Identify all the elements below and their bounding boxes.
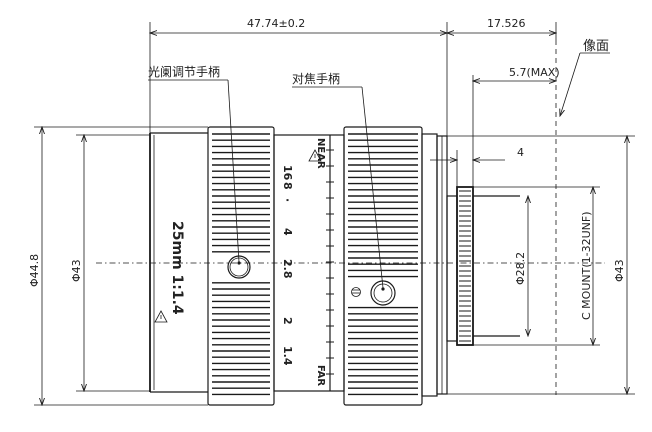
focus-knob-icon bbox=[370, 280, 396, 306]
aperture-mark: 8 bbox=[281, 182, 294, 190]
aperture-mark: 16 bbox=[281, 165, 294, 181]
warning-icon bbox=[154, 310, 168, 323]
lens-spec-label: 25mm 1:1.4 bbox=[169, 221, 185, 315]
dim-diameter-outer bbox=[34, 127, 208, 405]
iris-knob-label: 光阑调节手柄 bbox=[148, 64, 220, 79]
overall-length-value: 47.74±0.2 bbox=[247, 17, 305, 30]
dim-diameter-body bbox=[76, 135, 150, 391]
focus-near-label: NEAR bbox=[315, 138, 326, 169]
focus-knob-label: 对焦手柄 bbox=[292, 72, 340, 86]
max-protrusion-value: 5.7(MAX) bbox=[509, 66, 560, 79]
aperture-mark: 1.4 bbox=[281, 346, 294, 366]
rear-body bbox=[421, 133, 448, 397]
dim-flange-distance bbox=[447, 22, 556, 40]
diameter-right-value: Φ43 bbox=[613, 259, 626, 282]
diameter-body-value: Φ43 bbox=[70, 259, 83, 282]
c-mount-label: C MOUNT(1-32UNF) bbox=[580, 212, 593, 320]
dim-mount-depth bbox=[430, 150, 505, 187]
image-plane-label: 像面 bbox=[583, 39, 609, 54]
diameter-thread-value: Φ28.2 bbox=[514, 252, 527, 285]
c-mount-thread bbox=[446, 186, 520, 346]
mount-depth-value: 4 bbox=[517, 146, 524, 159]
aperture-mark: · bbox=[281, 198, 294, 202]
warning-icon bbox=[308, 149, 322, 162]
dim-max-protrusion bbox=[473, 75, 556, 187]
diameter-outer-value: Φ44.8 bbox=[28, 254, 41, 287]
flange-distance-value: 17.526 bbox=[487, 17, 526, 30]
front-barrel bbox=[149, 132, 208, 393]
aperture-mark: 4 bbox=[281, 228, 294, 236]
dim-diameter-right bbox=[447, 136, 635, 394]
aperture-mark: 2 bbox=[281, 317, 294, 325]
dim-c-mount bbox=[473, 187, 600, 345]
focus-far-label: FAR bbox=[315, 365, 326, 386]
dim-overall-length bbox=[150, 22, 447, 136]
aperture-mark: 2.8 bbox=[281, 259, 294, 279]
iris-ring bbox=[207, 126, 275, 406]
focus-lock-screw-icon bbox=[351, 287, 361, 297]
focus-ring bbox=[343, 126, 423, 406]
